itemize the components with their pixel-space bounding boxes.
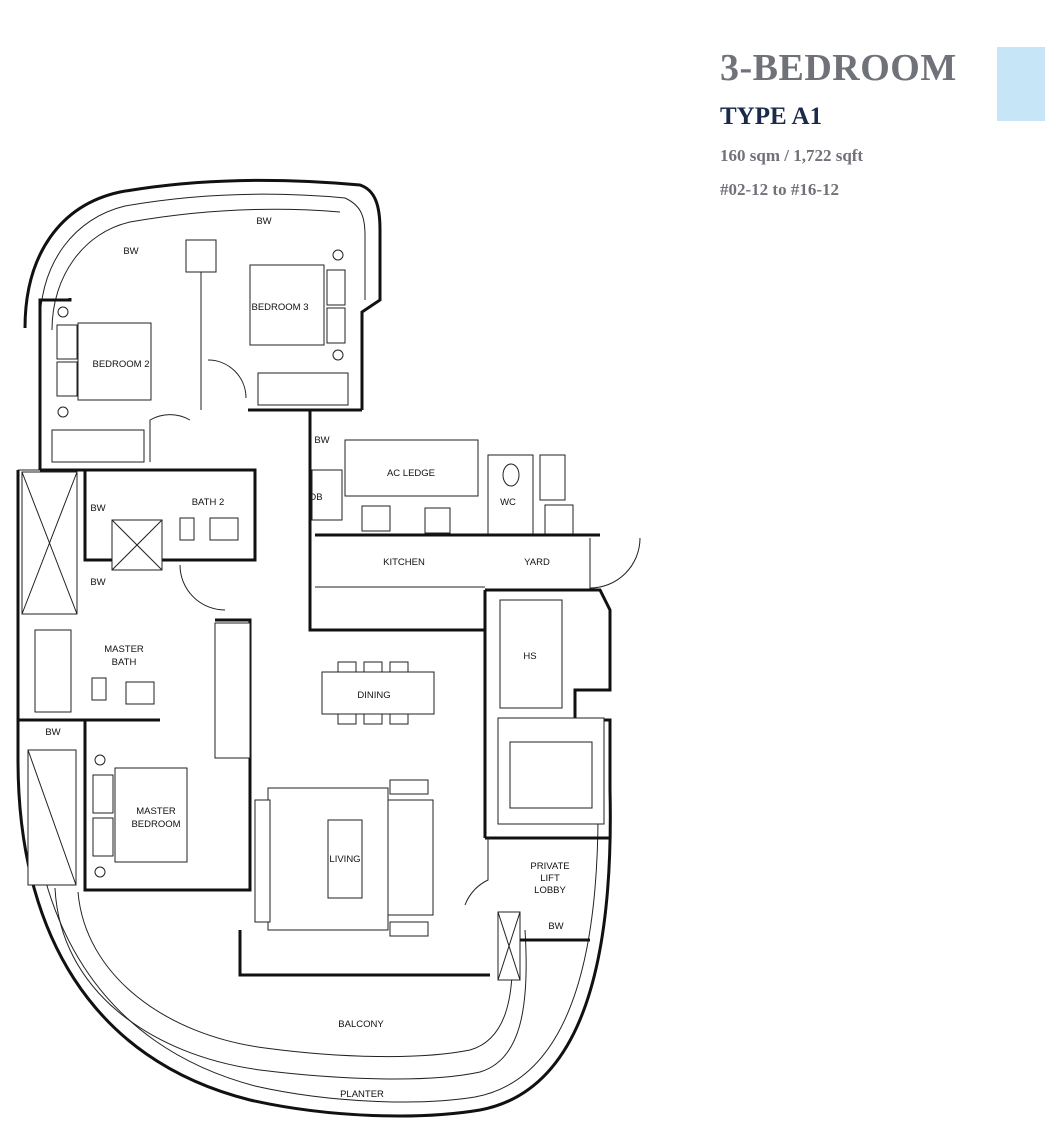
label-bw: BW: [123, 246, 138, 257]
label-bw: BW: [548, 921, 563, 932]
label-bw: BW: [90, 503, 105, 514]
label-bath-2: BATH 2: [192, 497, 225, 508]
label-planter: PLANTER: [340, 1089, 384, 1100]
label-private-lift-lobby: PRIVATE: [530, 861, 569, 872]
living-dining: [238, 661, 590, 981]
label-kitchen: KITCHEN: [383, 557, 425, 568]
label-hs: HS: [523, 651, 536, 662]
plan-title: 3-BEDROOM: [720, 47, 957, 89]
label-master-bedroom: BEDROOM: [131, 819, 180, 830]
bath-block: [18, 468, 257, 886]
label-bw: BW: [45, 727, 60, 738]
label-bedroom-3: BEDROOM 3: [251, 302, 308, 313]
label-living: LIVING: [329, 854, 360, 865]
label-bw: BW: [314, 435, 329, 446]
outer-perimeter: [16, 178, 612, 1118]
accent-block: [997, 47, 1045, 121]
label-bedroom-2: BEDROOM 2: [92, 359, 149, 370]
service-wing: [308, 410, 641, 840]
label-dining: DINING: [357, 690, 390, 701]
label-master-bath: MASTER: [104, 644, 144, 655]
unit-type: TYPE A1: [720, 103, 823, 130]
label-bw: BW: [90, 577, 105, 588]
label-bw: BW: [256, 216, 271, 227]
master-bedroom: [83, 618, 252, 892]
room-labels: BW BW BEDROOM 3 BEDROOM 2 BW AC LEDGE DB…: [45, 216, 569, 1100]
label-balcony: BALCONY: [338, 1019, 384, 1030]
label-wc: WC: [500, 497, 516, 508]
label-private-lift-lobby: LOBBY: [534, 885, 566, 896]
label-ac-ledge: AC LEDGE: [387, 468, 435, 479]
bedroom-wing: [38, 239, 362, 472]
label-private-lift-lobby: LIFT: [540, 873, 560, 884]
unit-numbers: #02-12 to #16-12: [720, 180, 839, 199]
label-db: DB: [309, 492, 322, 503]
label-master-bath: BATH: [112, 657, 137, 668]
label-master-bedroom: MASTER: [136, 806, 176, 817]
unit-area: 160 sqm / 1,722 sqft: [720, 146, 864, 165]
label-yard: YARD: [524, 557, 550, 568]
